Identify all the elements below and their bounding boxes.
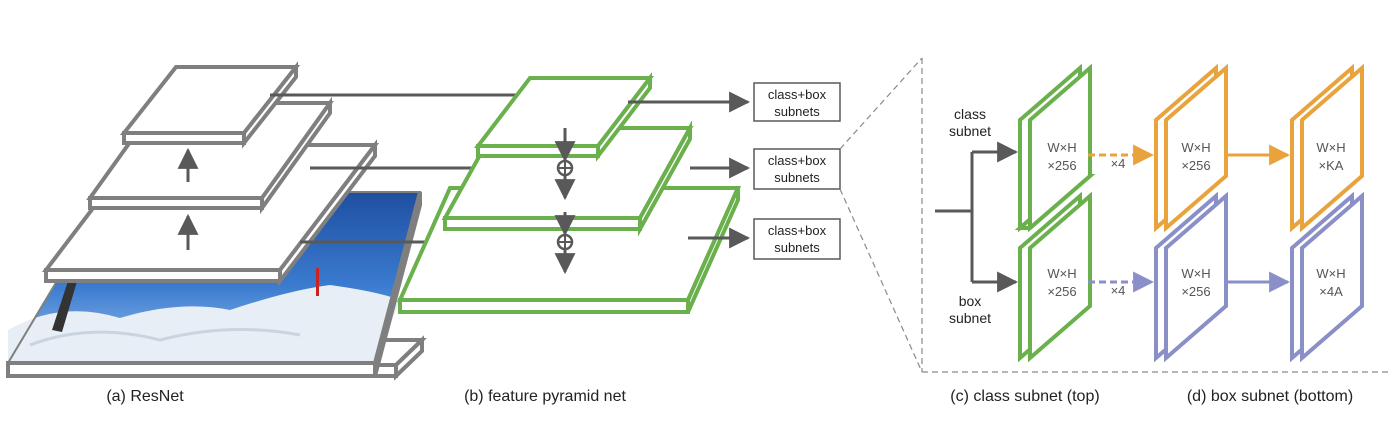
subnet-split bbox=[935, 141, 1019, 293]
box-tensor-1-dim2: ×256 bbox=[1047, 284, 1076, 299]
box-tensor-3-dim1: W×H bbox=[1316, 266, 1345, 281]
subnet-box-bottom-line1: class+box bbox=[768, 223, 827, 238]
fpn-to-subnets bbox=[628, 91, 751, 249]
box-tensor-1: W×H ×256 bbox=[1018, 191, 1092, 363]
class-tensor-1: W×H ×256 bbox=[1014, 63, 1096, 233]
class-tensor-1-dim1: W×H bbox=[1047, 140, 1076, 155]
subnet-box-top-line2: subnets bbox=[774, 104, 820, 119]
subnet-box-middle: class+box subnets bbox=[753, 148, 841, 190]
class-subnet-label-line1: class bbox=[954, 106, 986, 122]
class-subnet-label-line2: subnet bbox=[949, 123, 991, 139]
subnet-box-top: class+box subnets bbox=[753, 82, 841, 122]
feature-pyramid bbox=[396, 72, 742, 314]
class-tensor-1-dim2: ×256 bbox=[1047, 158, 1076, 173]
subnet-box-middle-line1: class+box bbox=[768, 153, 827, 168]
box-tensor-3: W×H ×4A bbox=[1290, 191, 1364, 363]
box-tensor-1-dim1: W×H bbox=[1047, 266, 1076, 281]
class-tensor-3-dim1: W×H bbox=[1316, 140, 1345, 155]
merge-node-2 bbox=[556, 233, 574, 251]
box-subnet-label-line1: box bbox=[959, 293, 982, 309]
box-tensor-3-dim2: ×4A bbox=[1319, 284, 1343, 299]
subnet-box-top-line1: class+box bbox=[768, 87, 827, 102]
class-tensor-2: W×H ×256 bbox=[1154, 63, 1228, 233]
class-tensor-3: W×H ×KA bbox=[1290, 63, 1364, 233]
class-subnet-label: class subnet bbox=[949, 106, 991, 139]
resnet-backbone bbox=[6, 61, 427, 381]
subnet-box-bottom: class+box subnets bbox=[753, 218, 841, 260]
class-repeat-label: ×4 bbox=[1111, 156, 1126, 171]
box-tensor-2-dim1: W×H bbox=[1181, 266, 1210, 281]
resnet-layer-4 bbox=[119, 61, 301, 149]
subnet-box-middle-line2: subnets bbox=[774, 170, 820, 185]
class-tensor-3-dim2: ×KA bbox=[1319, 158, 1344, 173]
caption-b: (b) feature pyramid net bbox=[464, 388, 626, 405]
caption-d: (d) box subnet (bottom) bbox=[1187, 388, 1353, 405]
box-repeat-label: ×4 bbox=[1111, 283, 1126, 298]
subnet-box-bottom-line2: subnets bbox=[774, 240, 820, 255]
box-tensor-2-dim2: ×256 bbox=[1181, 284, 1210, 299]
zoom-callout bbox=[839, 57, 1390, 373]
class-tensor-2-dim1: W×H bbox=[1181, 140, 1210, 155]
box-subnet-label: box subnet bbox=[949, 293, 991, 326]
merge-node-1 bbox=[556, 159, 574, 177]
box-subnet-label-line2: subnet bbox=[949, 310, 991, 326]
caption-a: (a) ResNet bbox=[106, 388, 184, 405]
class-tensor-2-dim2: ×256 bbox=[1181, 158, 1210, 173]
box-tensor-2: W×H ×256 bbox=[1154, 191, 1228, 363]
caption-c: (c) class subnet (top) bbox=[950, 388, 1099, 405]
